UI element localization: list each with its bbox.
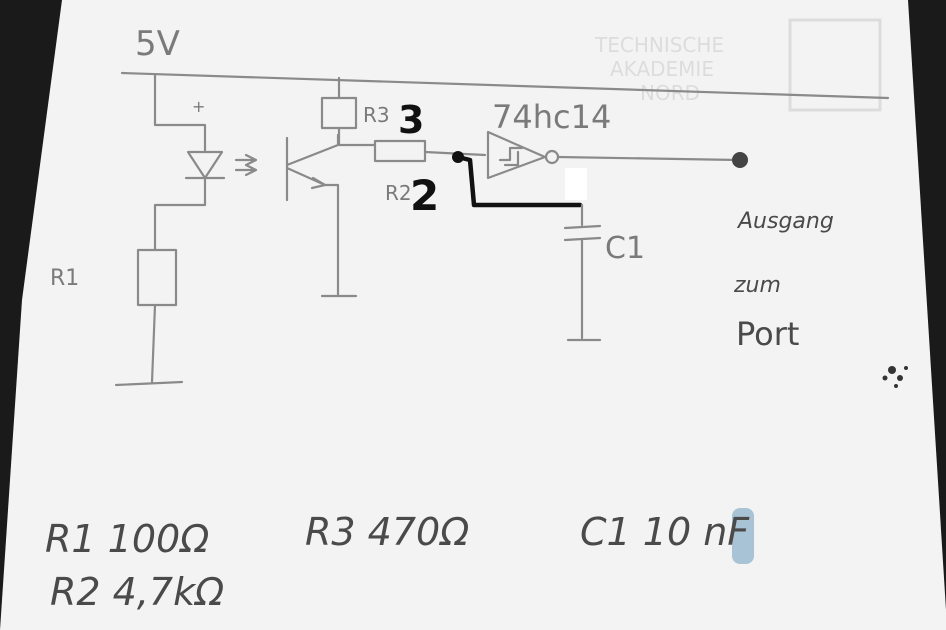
led-symbol bbox=[186, 150, 224, 180]
marker-wire bbox=[455, 154, 583, 208]
part-c1: C1 10 nF bbox=[580, 510, 750, 554]
watermark-line-1: TECHNISCHE bbox=[594, 33, 724, 57]
watermark: TECHNISCHE AKADEMIE NORD bbox=[594, 18, 882, 112]
label-r2: R2 bbox=[385, 181, 412, 205]
ic-label: 74hc14 bbox=[492, 98, 611, 136]
output-annotation: Ausgang zum Port bbox=[733, 209, 908, 388]
eraser-patch bbox=[565, 168, 587, 200]
part-r3: R3 470Ω bbox=[305, 510, 469, 554]
marker-2: 2 bbox=[410, 171, 439, 220]
parts-list: R1 100Ω R3 470Ω C1 10 nF R2 4,7kΩ bbox=[45, 508, 754, 614]
ground-r1 bbox=[114, 303, 184, 387]
resistor-r1 bbox=[136, 248, 178, 307]
label-c1: C1 bbox=[605, 231, 645, 266]
led-branch: R1 bbox=[50, 73, 258, 387]
capacitor-c1: C1 bbox=[563, 203, 645, 342]
inverter-triangle bbox=[486, 130, 547, 180]
output-label-port: Port bbox=[736, 315, 799, 353]
supply-rail bbox=[120, 71, 890, 100]
marker-3: 3 bbox=[398, 98, 424, 142]
output-label-zum: zum bbox=[733, 273, 781, 298]
supply-label: 5V bbox=[135, 24, 180, 64]
watermark-line-2: AKADEMIE bbox=[610, 57, 714, 81]
output-label-ausgang: Ausgang bbox=[736, 209, 834, 234]
part-r2: R2 4,7kΩ bbox=[50, 570, 224, 614]
watermark-line-3: NORD bbox=[640, 81, 700, 105]
ground-transistor bbox=[320, 183, 358, 298]
highlight-mark bbox=[732, 508, 754, 564]
output-terminal bbox=[732, 152, 748, 168]
part-r1: R1 100Ω bbox=[45, 517, 209, 561]
hysteresis-symbol bbox=[498, 146, 524, 167]
output-wire bbox=[556, 155, 740, 162]
schmitt-inverter: 74hc14 bbox=[486, 98, 748, 200]
light-arrows bbox=[234, 153, 258, 177]
marker-node bbox=[452, 151, 464, 163]
phototransistor-branch: R3 3 R2 2 bbox=[285, 76, 487, 298]
label-r3: R3 bbox=[363, 103, 390, 127]
label-r1: R1 bbox=[50, 266, 79, 291]
plus-sign: + bbox=[192, 97, 205, 116]
